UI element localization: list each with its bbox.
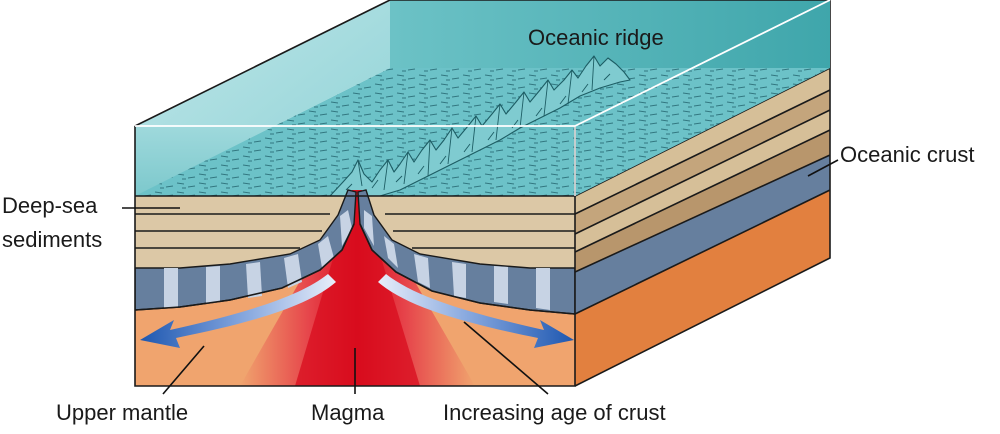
label-oceanic-crust: Oceanic crust — [840, 142, 975, 167]
crust-left-stripes — [164, 210, 352, 308]
label-magma: Magma — [311, 400, 385, 425]
label-deep-sea-line2: sediments — [2, 227, 102, 252]
label-oceanic-ridge: Oceanic ridge — [528, 25, 664, 50]
spreading-arrow-left — [140, 274, 336, 348]
right-face-crust — [575, 155, 830, 314]
label-increasing-age: Increasing age of crust — [443, 400, 666, 425]
right-face-mantle — [575, 190, 830, 386]
water-back-face — [390, 0, 830, 68]
sediment-bedding-lines — [135, 213, 575, 249]
crust-right-stripes — [364, 210, 550, 310]
label-leader-lines — [122, 159, 839, 395]
spreading-arrow-right — [378, 274, 574, 348]
label-deep-sea-line1: Deep-sea — [2, 193, 98, 218]
right-face-sediment-layers — [574, 68, 831, 272]
label-upper-mantle: Upper mantle — [56, 400, 188, 425]
